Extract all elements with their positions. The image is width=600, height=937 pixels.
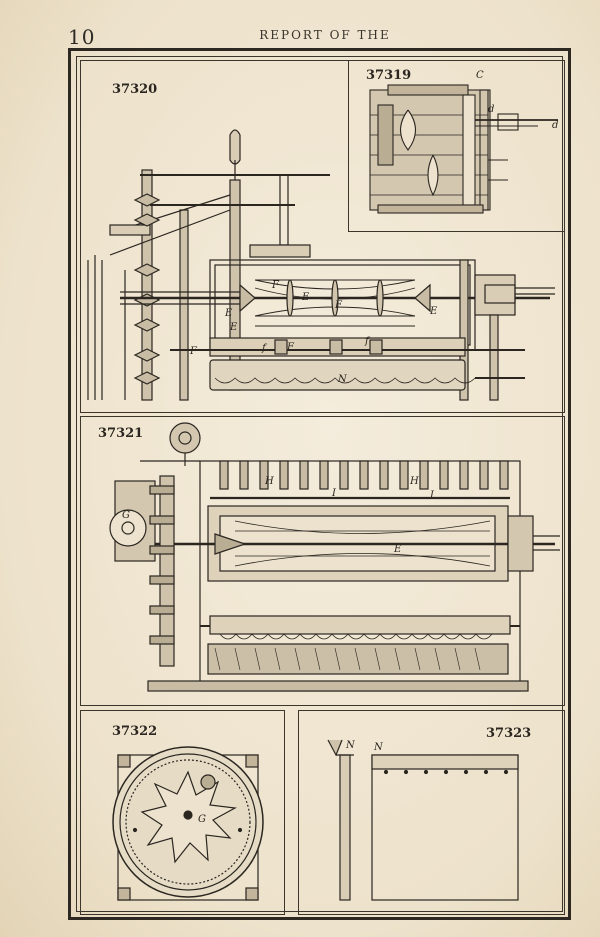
svg-text:G: G [198,814,206,825]
svg-text:G: G [122,510,130,521]
svg-text:F: F [334,300,343,311]
svg-text:E: E [429,306,438,317]
running-head: REPORT OF THE [259,28,391,42]
svg-text:f: f [364,336,371,347]
svg-text:C: C [476,70,484,81]
figure-number-37320: 37320 [112,82,158,97]
plate-outer-frame [68,48,571,920]
svg-text:E: E [393,544,402,555]
svg-text:H: H [409,476,419,487]
figure-37320-drawing: F E F E E E F f F f N [87,129,555,401]
figure-number-37323: 37323 [486,726,532,741]
figure-number-37319: 37319 [366,68,412,83]
figure-37320-panel [80,60,565,413]
svg-text:F: F [271,280,280,291]
figure-37323-drawing: N N [327,739,519,901]
svg-text:N: N [373,742,384,753]
svg-text:N: N [345,740,356,751]
svg-text:F: F [189,346,198,357]
svg-text:F: F [286,342,295,353]
figure-number-37321: 37321 [98,426,144,441]
svg-text:f: f [261,343,268,354]
plate-inner-frame [76,56,563,912]
svg-text:H: H [264,476,274,487]
svg-text:I: I [429,490,435,501]
figure-37321-panel [80,416,565,706]
figure-number-37322: 37322 [112,724,158,739]
svg-text:N: N [337,374,348,385]
svg-text:E: E [301,292,310,303]
figure-37322-drawing: G [112,746,264,901]
svg-text:d: d [552,120,558,131]
figure-37319-drawing: C d d [369,70,558,214]
svg-text:E: E [224,308,233,319]
svg-text:I: I [331,488,337,499]
figure-37321-drawing: H I H I G E [109,422,560,692]
figure-37323-panel [298,710,565,915]
svg-text:d: d [488,104,494,115]
page-number: 10 [68,25,96,49]
svg-text:E: E [229,322,238,333]
figure-37319-panel [348,60,565,232]
figure-37322-panel [80,710,285,915]
